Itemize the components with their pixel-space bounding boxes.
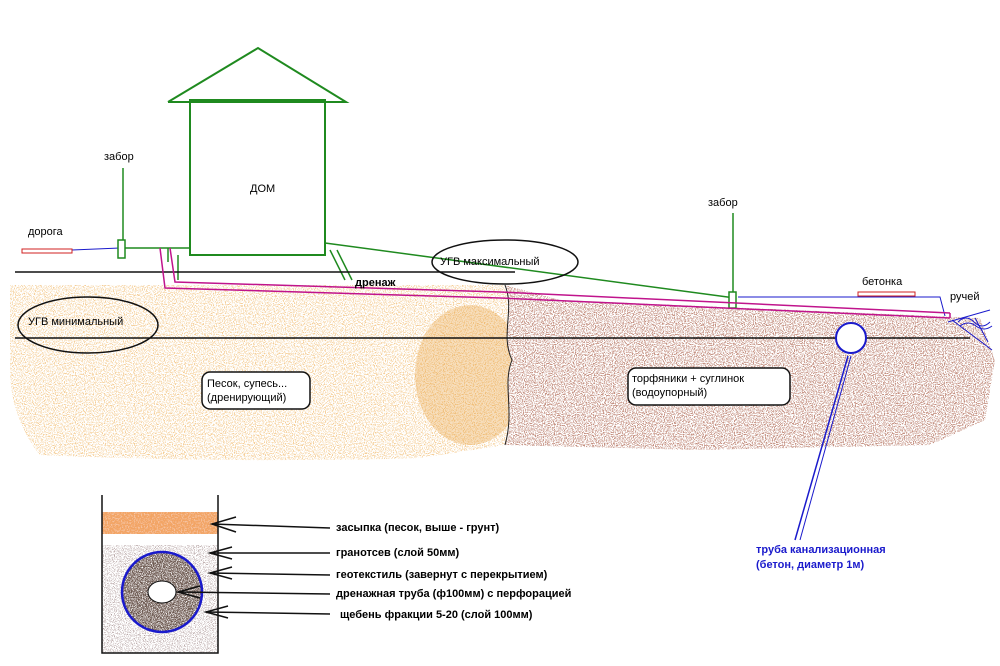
ugv-max-label: УГВ максимальный [440, 256, 540, 268]
ugv-max-callout: УГВ максимальный [431, 239, 579, 285]
sewer-label-2: (бетон, диаметр 1м) [756, 559, 865, 571]
sand-label-1: Песок, супесь... [207, 378, 287, 390]
soil-boundary [504, 284, 513, 446]
road-label: дорога [28, 226, 64, 238]
fence-left-label: забор [104, 151, 134, 163]
betonka: бетонка [857, 276, 916, 297]
drainage-pipe [159, 247, 951, 319]
peat-label-2: (водоупорный) [632, 387, 707, 399]
fence-right-label: забор [708, 197, 738, 209]
sand-callout: Песок, супесь... (дренирующий) [201, 371, 311, 410]
sand-soil [10, 285, 512, 461]
trench-cross-section [101, 495, 219, 654]
legend-item-backfill: засыпка (песок, выше - грунт) [336, 522, 500, 534]
ground-surface [125, 242, 736, 299]
road: дорога [21, 226, 73, 254]
stream-label: ручей [950, 291, 980, 303]
peat-label-1: торфяники + суглинок [632, 373, 744, 385]
road-to-fence-line [71, 247, 121, 251]
legend-arrows [175, 516, 331, 619]
legend-item-crushed-stone: щебень фракции 5-20 (слой 100мм) [340, 609, 533, 621]
peat-callout: торфяники + суглинок (водоупорный) [627, 367, 791, 406]
sewer-pipe: труба канализационная (бетон, диаметр 1м… [756, 322, 886, 571]
legend: засыпка (песок, выше - грунт) гранотсев … [336, 522, 571, 621]
sewer-label-1: труба канализационная [756, 544, 886, 556]
legend-item-drain-pipe: дренажная труба (ф100мм) с перфорацией [336, 588, 571, 600]
house-label: ДОМ [250, 183, 275, 195]
fence-left: забор [104, 151, 134, 259]
legend-item-geotextile: геотекстиль (завернут с перекрытием) [336, 569, 548, 581]
ugv-min-label: УГВ минимальный [28, 316, 123, 328]
house: ДОМ [167, 46, 350, 256]
legend-item-granotsev: гранотсев (слой 50мм) [336, 547, 459, 559]
stream-bank-line [915, 296, 946, 317]
ugv-min-callout: УГВ минимальный [17, 296, 159, 354]
betonka-label: бетонка [862, 276, 903, 288]
fence-right: забор [708, 197, 738, 309]
drainage-label: дренаж [355, 277, 396, 289]
stream: ручей [947, 291, 993, 351]
sand-label-2: (дренирующий) [207, 392, 286, 404]
